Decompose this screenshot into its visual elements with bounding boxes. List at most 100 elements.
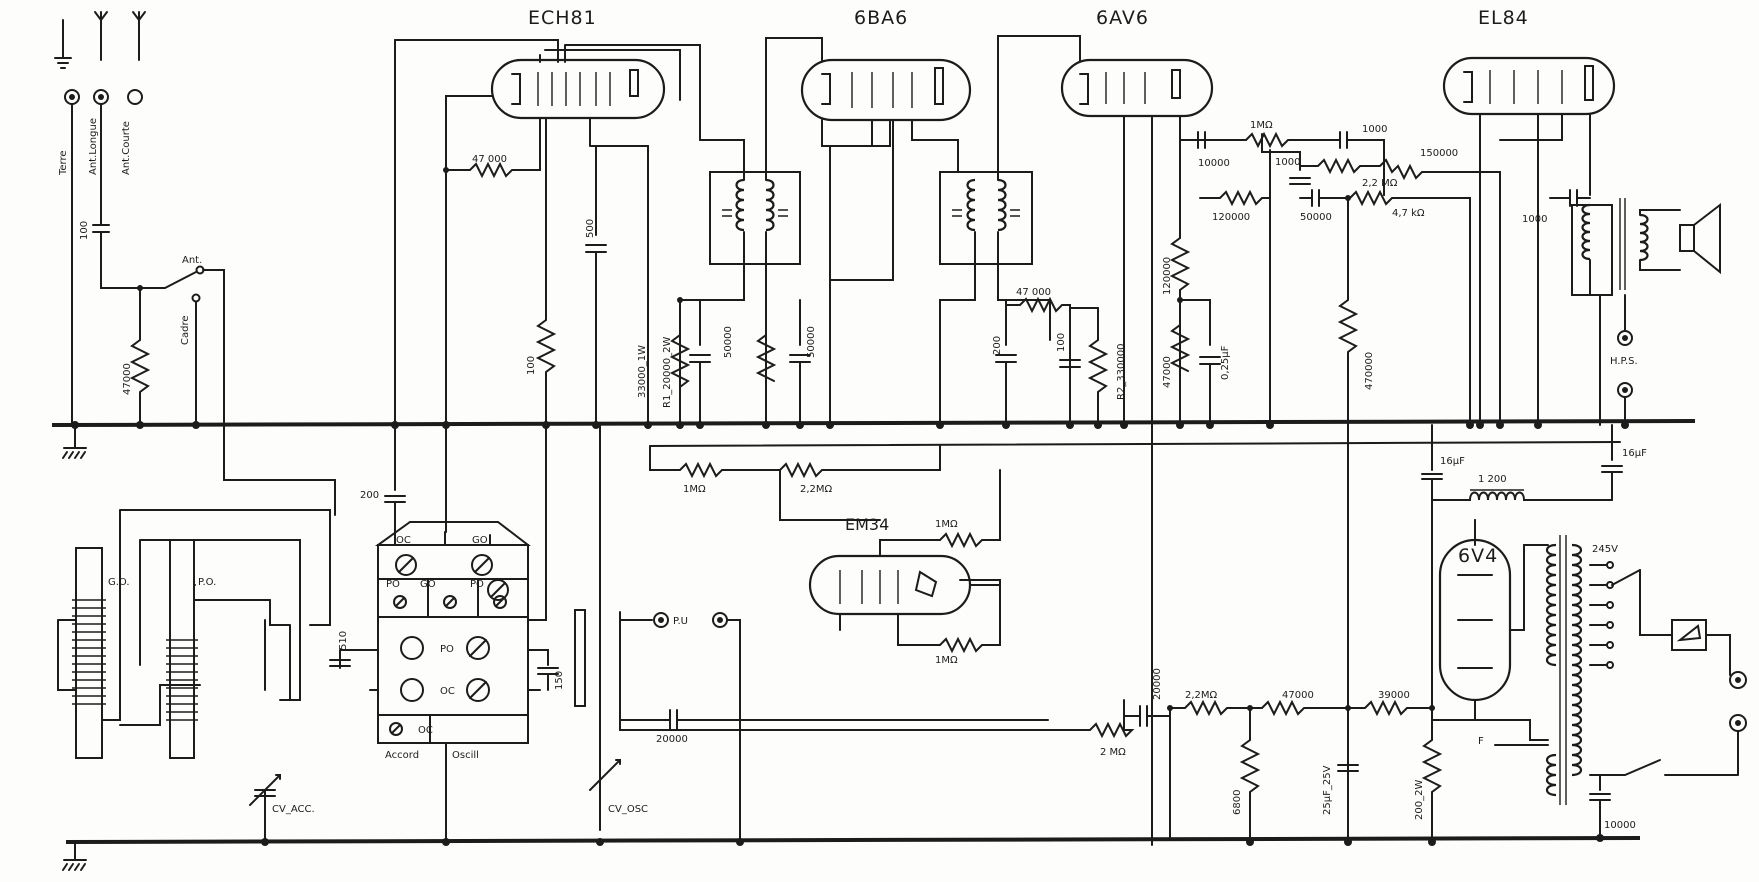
r-47k-fb-label: 4,7 kΩ bbox=[1392, 208, 1425, 219]
speaker-cone bbox=[1693, 202, 1721, 275]
em34-stage: EM34 1MΩ 2,2MΩ 1MΩ 1MΩ bbox=[649, 445, 1001, 666]
coil-block-body bbox=[377, 616, 529, 716]
af-network: 10000 1MΩ 1000 1000 2,2 MΩ 150000 120000… bbox=[1179, 120, 1504, 846]
r-22meg-agc-label: 2,2MΩ bbox=[800, 484, 833, 495]
r-47000-tc-label: 47000 bbox=[1282, 690, 1314, 701]
r-22meg-tc-label: 2,2MΩ bbox=[1185, 690, 1218, 701]
r-47000-ant-label: 47000 bbox=[122, 363, 133, 395]
em34-label: EM34 bbox=[845, 515, 889, 534]
ant-courte-label: Ant.Courte bbox=[121, 121, 132, 175]
hps-label: H.P.S. bbox=[1610, 356, 1638, 367]
pickup-rail bbox=[574, 609, 586, 707]
c-16uf-b-label: 16µF bbox=[1622, 448, 1647, 459]
r-47000-av-label: 47000 bbox=[1162, 356, 1173, 388]
if-transformer-2: 200 47 000 100 R2_330000 bbox=[936, 35, 1127, 429]
ech81-stage: ECH81 47 000 500 100 bbox=[391, 7, 701, 429]
coil-po-a-label: PO bbox=[386, 579, 400, 590]
c-150-label: 150 bbox=[554, 671, 565, 690]
ant-switch-label: Ant. bbox=[182, 255, 202, 266]
v245-label: 245V bbox=[1592, 544, 1618, 555]
r-120000-b-label: 120000 bbox=[1212, 212, 1250, 223]
r-1meg-vol-label: 1MΩ bbox=[1250, 120, 1273, 131]
cv-osc-label: CV_OSC bbox=[608, 804, 648, 815]
coil-go-a-label: GO bbox=[420, 579, 436, 590]
ba6-label: 6BA6 bbox=[854, 7, 908, 29]
c-25uf-label: 25µF_25V bbox=[1322, 765, 1333, 815]
c-1000-a-label: 1000 bbox=[1275, 157, 1300, 168]
c-100-det-label: 100 bbox=[1056, 333, 1067, 352]
coil-oc-top-label: OC bbox=[396, 535, 411, 546]
c-510-label: 510 bbox=[338, 631, 349, 650]
r-33000-label: 33000_1W bbox=[637, 345, 648, 398]
coil-block-bottom bbox=[377, 714, 529, 744]
el84-tube bbox=[1442, 56, 1616, 116]
v4-label: 6V4 bbox=[1458, 545, 1498, 567]
c-50000-c-label: 50000 bbox=[1300, 212, 1332, 223]
r-150000-label: 150000 bbox=[1420, 148, 1458, 159]
r-470000-label: 470000 bbox=[1364, 352, 1375, 390]
if2-can bbox=[939, 171, 1033, 265]
ant-longue-label: Ant.Longue bbox=[88, 118, 99, 175]
ferrite-po-label: P.O. bbox=[198, 577, 216, 588]
terre-label: Terre bbox=[58, 150, 69, 176]
r-39000-label: 39000 bbox=[1378, 690, 1410, 701]
el84-label: EL84 bbox=[1478, 7, 1529, 29]
if-transformer-1: 33000_1W R1_20000_2W 50000 50000 bbox=[637, 37, 823, 429]
f-tap-label: F bbox=[1478, 736, 1484, 747]
c-16uf-a-label: 16µF bbox=[1440, 456, 1465, 467]
r-1meg-em-a-label: 1MΩ bbox=[935, 519, 958, 530]
c-1000-c-label: 1000 bbox=[1522, 214, 1547, 225]
coil-po-b-label: PO bbox=[470, 579, 484, 590]
ba6-tube bbox=[800, 58, 972, 122]
c-10000-mains-label: 10000 bbox=[1604, 820, 1636, 831]
coil-oscill-label: Oscill bbox=[452, 750, 479, 761]
av6-stage: 6AV6 120000 47000 0,25µF bbox=[1060, 7, 1231, 846]
av6-tube bbox=[1060, 58, 1214, 118]
ech81-tube bbox=[490, 58, 666, 120]
pu-label: P.U bbox=[673, 616, 688, 627]
c-1000-b-label: 1000 bbox=[1362, 124, 1387, 135]
r-r1-label: R1_20000_2W bbox=[662, 337, 673, 408]
c-100-ant-label: 100 bbox=[79, 221, 90, 240]
r-6800-label: 6800 bbox=[1232, 790, 1243, 815]
av6-label: 6AV6 bbox=[1096, 7, 1149, 29]
r-22meg-fb-label: 2,2 MΩ bbox=[1362, 178, 1398, 189]
el84-stage: EL84 1000 H.P.S. bbox=[1442, 7, 1721, 429]
coil-go-top-label: GO bbox=[472, 535, 488, 546]
cadre-label: Cadre bbox=[180, 315, 191, 345]
coil-accord-label: Accord bbox=[385, 750, 419, 761]
r-200-label: 200_2W bbox=[1414, 780, 1425, 820]
c-200-det-label: 200 bbox=[992, 336, 1003, 355]
ferrite-po bbox=[169, 539, 195, 759]
r-1200-label: 1 200 bbox=[1478, 474, 1507, 485]
speaker-magnet bbox=[1679, 224, 1695, 252]
r-1meg-agc-label: 1MΩ bbox=[683, 484, 706, 495]
ferrite-antenna: G.O. P.O. bbox=[57, 509, 331, 759]
power-supply: 6V4 16µF 16µF 1 200 245V F 10000 bbox=[1421, 424, 1747, 842]
r-47000-grid-label: 47 000 bbox=[472, 154, 507, 165]
ferrite-go bbox=[75, 547, 103, 759]
c-025-label: 0,25µF bbox=[1220, 345, 1231, 380]
antenna-section: Terre Ant.Longue Ant.Courte Ant. Cadre 1… bbox=[54, 11, 336, 516]
c-50000-a-label: 50000 bbox=[723, 326, 734, 358]
ba6-stage: 6BA6 bbox=[800, 7, 972, 429]
filter-chain: 20000 2 MΩ 2,2MΩ 47000 39000 6800 25µF_2… bbox=[1069, 668, 1443, 846]
output-transformer bbox=[1571, 204, 1613, 296]
coil-oc-bot-label: OC bbox=[418, 725, 433, 736]
cv-acc-label: CV_ACC. bbox=[272, 804, 315, 815]
r-2meg-tc-label: 2 MΩ bbox=[1100, 747, 1126, 758]
c-10000-label: 10000 bbox=[1198, 158, 1230, 169]
c-50000-b-label: 50000 bbox=[806, 326, 817, 358]
ferrite-go-label: G.O. bbox=[108, 577, 130, 588]
voltage-selector-fuse bbox=[1671, 619, 1707, 651]
c-20000-tc-label: 20000 bbox=[1152, 668, 1163, 700]
c-20000-pu-label: 20000 bbox=[656, 734, 688, 745]
tuning-pickup: 200 510 150 P.U 20000 CV_ACC. CV_OSC bbox=[249, 424, 1071, 846]
c-200-osc-label: 200 bbox=[360, 490, 379, 501]
r-47000-det-label: 47 000 bbox=[1016, 287, 1051, 298]
if1-can bbox=[709, 171, 801, 265]
r-120000-a-label: 120000 bbox=[1162, 257, 1173, 295]
r-1meg-em-b-label: 1MΩ bbox=[935, 655, 958, 666]
